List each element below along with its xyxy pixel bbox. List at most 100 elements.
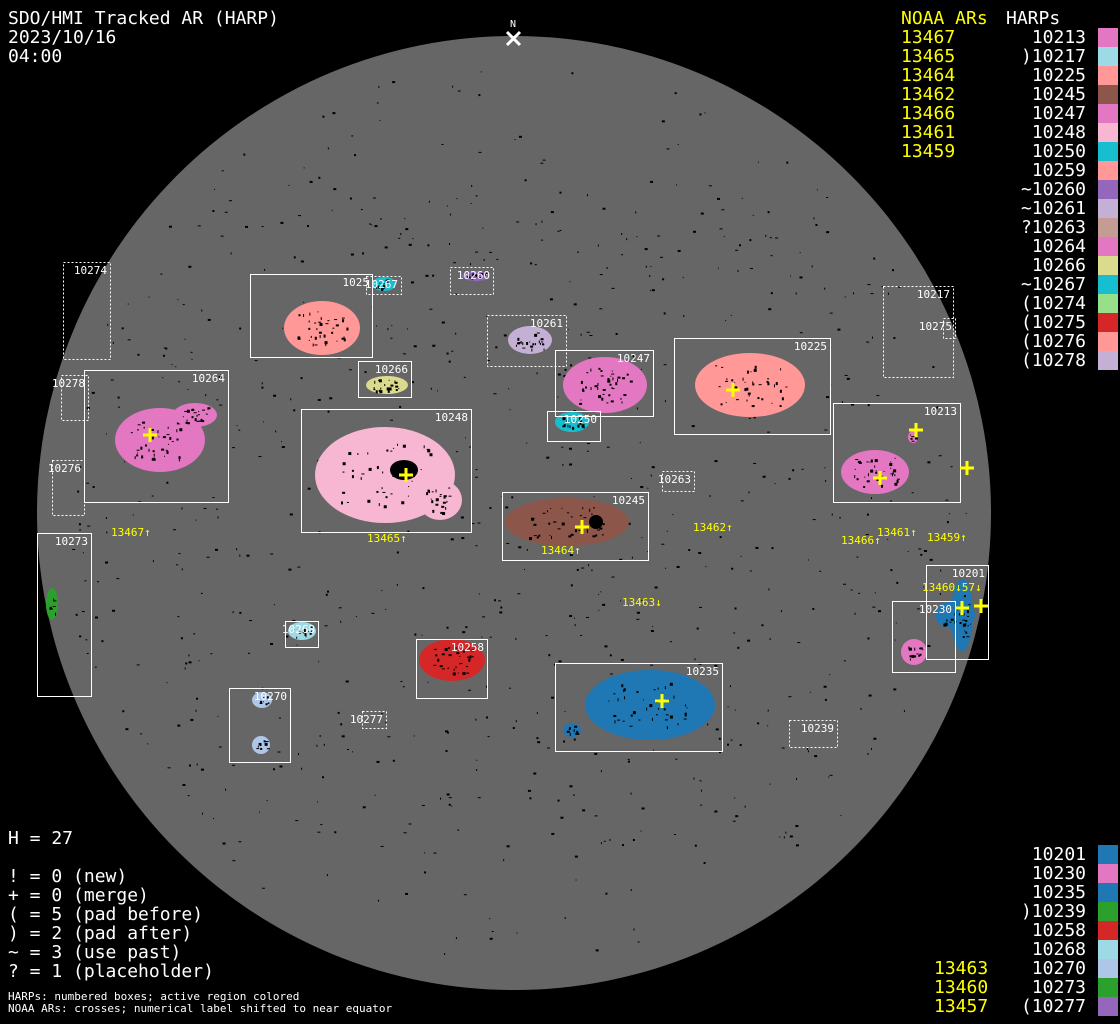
active-region-10225: [695, 353, 805, 417]
noaa-legend-item: 13466: [901, 103, 956, 124]
north-label: N: [510, 19, 516, 30]
active-region-10230: [901, 639, 927, 665]
harp-box-10248: 10248: [301, 409, 472, 533]
harp-legend-label: 10248: [1031, 122, 1086, 143]
active-region-10235: [563, 723, 581, 737]
sunspot: [390, 460, 418, 480]
color-swatch: [1098, 959, 1118, 978]
noaa-label: 13467↑: [111, 526, 151, 539]
harp-legend-item: 10247: [998, 104, 1118, 123]
color-swatch: [1098, 864, 1118, 883]
noaa-cross-icon: [143, 428, 157, 442]
color-swatch: [1098, 66, 1118, 85]
harp-label: 10230: [919, 603, 952, 616]
harp-box-10264: 10264: [84, 370, 229, 503]
harp-legend-item: 10248: [998, 123, 1118, 142]
color-swatch: [1098, 47, 1118, 66]
color-swatch: [1098, 199, 1118, 218]
harp-box-10261: 10261: [487, 315, 567, 367]
noaa-legend-item: 13467: [901, 27, 956, 48]
noaa-label: 13464↑: [541, 544, 581, 557]
harp-label: 10278: [52, 377, 85, 390]
harp-legend-label: 10250: [1031, 141, 1086, 162]
noaa-label: 13459↑: [927, 531, 967, 544]
color-swatch: [1098, 104, 1118, 123]
harp-legend-label: 10270: [1031, 958, 1086, 979]
harp-legend-item: )10239: [998, 902, 1118, 921]
active-region-10245: [505, 498, 629, 546]
harp-legend-label: 10235: [1031, 882, 1086, 903]
active-region-10260: [462, 271, 490, 281]
noaa-label: 13461↑: [877, 526, 917, 539]
harp-legend-label: (10275: [1020, 312, 1086, 333]
harp-label: 10276: [48, 462, 81, 475]
harp-box-10267: 10267: [365, 276, 402, 295]
noaa-cross-icon: [655, 694, 669, 708]
harp-legend-label: 10225: [1031, 65, 1086, 86]
noaa-legend-title: NOAA ARs: [901, 8, 988, 29]
active-region-10259: [284, 301, 360, 355]
harp-box-10268: 10268: [282, 621, 319, 648]
harp-legend-item: ~10261: [998, 199, 1118, 218]
active-region-10248: [418, 480, 462, 520]
color-swatch: [1098, 332, 1118, 351]
harp-box-10274: 10274: [63, 262, 111, 360]
active-region-10258: [419, 639, 485, 681]
harp-legend-item: (10275: [998, 313, 1118, 332]
harp-legend-label: 10201: [1031, 844, 1086, 865]
harp-label: 10235: [686, 665, 719, 678]
stat-line: ! = 0 (new): [8, 866, 128, 887]
harp-box-10277: 10277: [350, 711, 387, 729]
active-region-10213: [841, 450, 909, 494]
harp-label: 10247: [617, 352, 650, 365]
harp-label: 10258: [451, 641, 484, 654]
harp-box-10270: 10270: [229, 688, 291, 763]
harp-box-10230: 10230: [892, 601, 956, 673]
harp-label: 10217: [917, 288, 950, 301]
harp-label: 10264: [192, 372, 225, 385]
harp-legend-label: 10273: [1031, 977, 1086, 998]
harp-legend-item: 10268: [998, 940, 1118, 959]
active-region-10261: [508, 326, 552, 354]
harp-legend-item: 10258: [998, 921, 1118, 940]
active-region-10264: [173, 403, 217, 427]
harp-legend-item: 10225: [998, 66, 1118, 85]
harp-box-10245: 10245: [502, 492, 649, 561]
color-swatch: [1098, 921, 1118, 940]
active-region-10267: [372, 277, 396, 291]
stats-panel: H = 27! = 0 (new)+ = 0 (merge)( = 5 (pad…: [8, 829, 214, 981]
harp-label: 10261: [530, 317, 563, 330]
harp-legend-item: 10250: [998, 142, 1118, 161]
harp-label: 10245: [612, 494, 645, 507]
harp-legend-label: )10217: [1020, 46, 1086, 67]
harp-box-10239: 10239: [789, 720, 838, 748]
harp-legend-item: 10201: [998, 845, 1118, 864]
harp-legend-item: 10273: [998, 978, 1118, 997]
noaa-cross-icon: [909, 423, 923, 437]
harp-legend-label: 10264: [1031, 236, 1086, 257]
title: SDO/HMI Tracked AR (HARP): [8, 8, 279, 29]
noaa-legend-item: 13465: [901, 46, 956, 67]
noaa-cross-icon: [575, 520, 589, 534]
harp-box-10247: 10247: [555, 350, 654, 417]
harp-box-10278: 10278: [52, 375, 89, 421]
harp-box-10250: 10250: [547, 411, 601, 442]
color-swatch: [1098, 256, 1118, 275]
harp-legend-item: 10235: [998, 883, 1118, 902]
active-region-10268: [288, 622, 316, 640]
harp-label: 10201: [952, 567, 985, 580]
color-swatch: [1098, 161, 1118, 180]
harp-legend-item: 10230: [998, 864, 1118, 883]
harp-legend-label: ?10263: [1020, 217, 1086, 238]
harp-legend-label: (10274: [1020, 293, 1086, 314]
noaa-legend-item: 13460: [934, 977, 989, 998]
active-region-10270: [252, 692, 272, 708]
harp-label: 10274: [74, 264, 107, 277]
harp-box-10217: 10217: [883, 286, 954, 378]
harp-legend-label: ~10267: [1020, 274, 1086, 295]
